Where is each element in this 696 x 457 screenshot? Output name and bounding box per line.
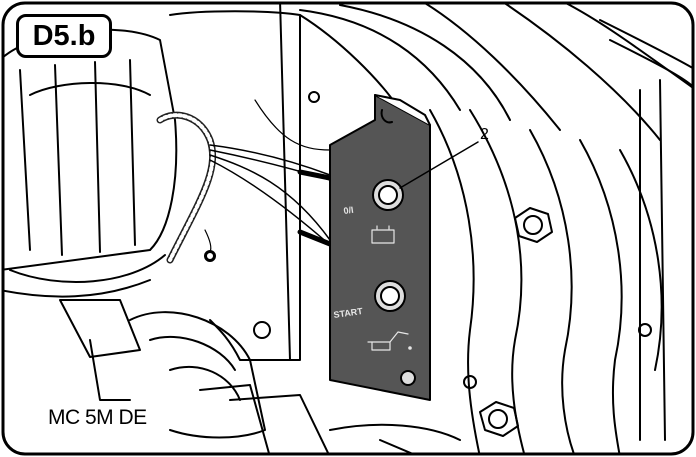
model-label: MC 5M DE [40, 404, 155, 434]
battery-icon [371, 225, 395, 244]
callout-leader-line [399, 141, 479, 189]
plate-label-power-switch: 0/I [343, 205, 354, 216]
figure-id-label: D5.b [16, 14, 112, 58]
air-filter-housing [3, 28, 178, 298]
callout-number: 2 [480, 126, 489, 143]
oil-can-icon [367, 331, 412, 351]
wiring-harness [156, 99, 333, 264]
fuel-line-fitting [59, 299, 461, 454]
plate-label-start: START [333, 306, 364, 320]
control-panel-plate [329, 94, 431, 401]
